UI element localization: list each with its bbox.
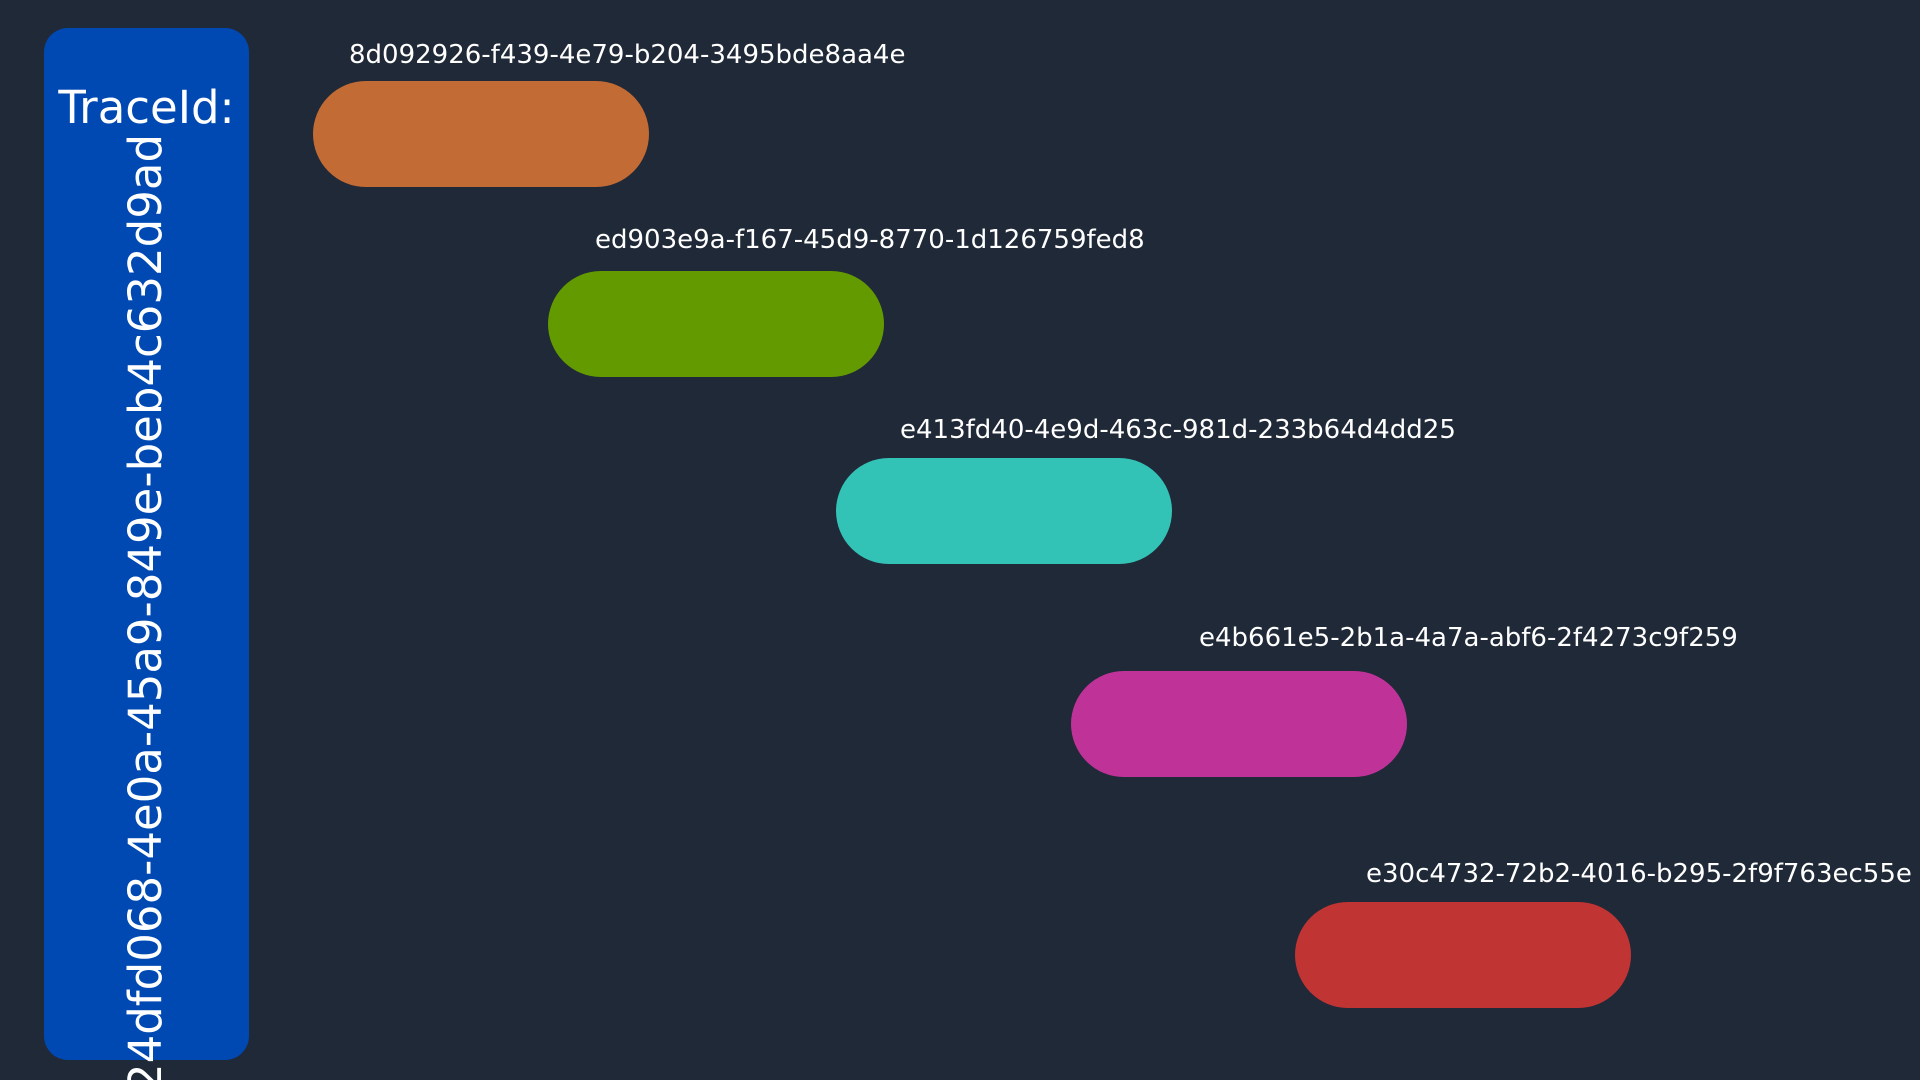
trace-id: 24dfd068-4e0a-45a9-849e-beb4c632d9ad [119, 133, 172, 1080]
trace-panel: TraceId: 24dfd068-4e0a-45a9-849e-beb4c63… [44, 28, 249, 1080]
trace-title: TraceId: [58, 81, 235, 134]
span-bar-4[interactable] [1071, 671, 1407, 777]
span-bar-5[interactable] [1295, 902, 1631, 1008]
span-label-1: 8d092926-f439-4e79-b204-3495bde8aa4e [349, 40, 906, 70]
span-bar-1[interactable] [313, 81, 649, 187]
span-bar-2[interactable] [548, 271, 884, 377]
span-label-3: e413fd40-4e9d-463c-981d-233b64d4dd25 [900, 415, 1456, 445]
span-label-4: e4b661e5-2b1a-4a7a-abf6-2f4273c9f259 [1199, 623, 1738, 653]
span-label-2: ed903e9a-f167-45d9-8770-1d126759fed8 [595, 225, 1145, 255]
span-label-5: e30c4732-72b2-4016-b295-2f9f763ec55e [1366, 859, 1912, 889]
span-bar-3[interactable] [836, 458, 1172, 564]
